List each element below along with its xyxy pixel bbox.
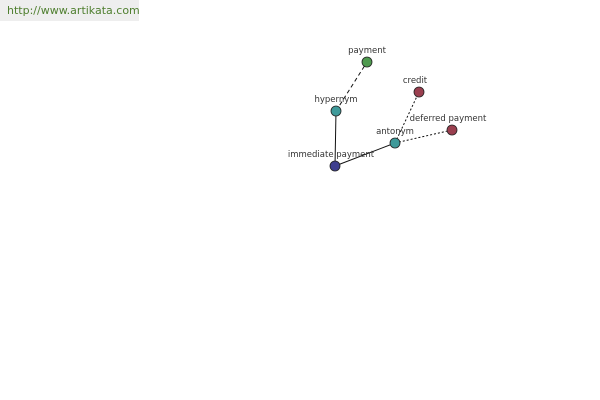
node-label-deferred: deferred payment — [410, 114, 487, 124]
node-credit[interactable] — [413, 86, 425, 98]
node-label-hypernym: hypernym — [314, 95, 357, 105]
node-immediate[interactable] — [329, 160, 341, 172]
edges-layer — [334, 61, 453, 167]
source-url-link[interactable]: http://www.artikata.com — [7, 4, 140, 17]
url-banner: http://www.artikata.com — [0, 0, 140, 21]
edge-antonym-deferred — [394, 129, 453, 144]
node-label-antonym: antonym — [376, 127, 414, 137]
node-antonym[interactable] — [389, 137, 401, 149]
edge-immediate-hypernym — [334, 110, 337, 167]
edge-hypernym-payment — [335, 61, 368, 112]
node-deferred[interactable] — [446, 124, 458, 136]
node-label-credit: credit — [403, 76, 428, 86]
node-label-immediate: immediate payment — [288, 150, 375, 160]
node-payment[interactable] — [361, 56, 373, 68]
edge-antonym-credit — [394, 91, 420, 144]
edge-immediate-antonym — [334, 142, 396, 167]
node-hypernym[interactable] — [330, 105, 342, 117]
nodes-layer: payment hypernym credit deferred payment ant… — [288, 46, 487, 172]
node-label-payment: payment — [348, 46, 387, 56]
